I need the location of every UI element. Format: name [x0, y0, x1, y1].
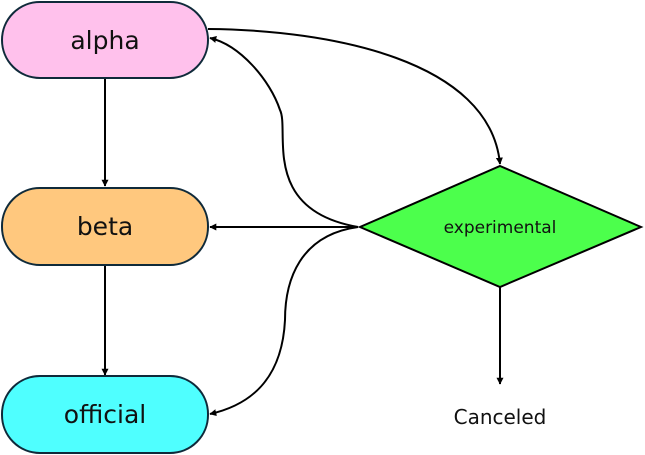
node-beta[interactable]: beta [1, 187, 209, 266]
edge-alpha-to-experimental [207, 28, 503, 165]
node-alpha-label: alpha [70, 26, 139, 55]
node-alpha-shape [1, 1, 209, 79]
node-canceled-label: Canceled [454, 405, 547, 429]
node-canceled[interactable]: Canceled [454, 405, 547, 429]
edge-experimental-to-official [209, 226, 359, 417]
node-beta-shape [1, 187, 209, 266]
node-experimental[interactable]: experimental [357, 164, 644, 289]
node-experimental-label: experimental [444, 218, 557, 238]
node-official[interactable]: official [1, 375, 209, 454]
node-official-label: official [64, 400, 146, 429]
node-experimental-shape [357, 164, 644, 289]
edge-experimental-to-alpha [209, 36, 359, 228]
node-official-shape [1, 375, 209, 454]
node-alpha[interactable]: alpha [1, 1, 209, 79]
node-beta-label: beta [77, 212, 133, 241]
